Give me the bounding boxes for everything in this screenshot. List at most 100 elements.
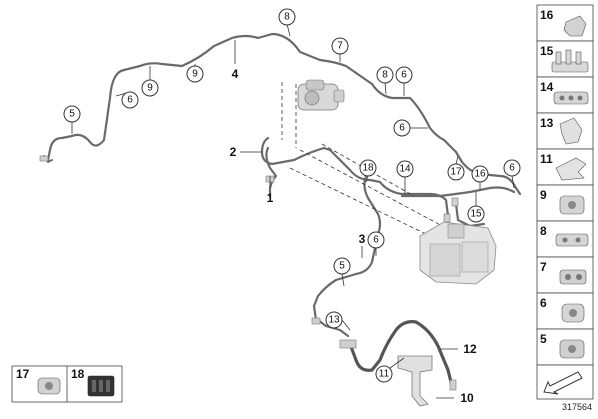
svg-text:8: 8 <box>540 224 547 238</box>
panel-item-16: 16 <box>536 4 594 42</box>
label-1: 1 <box>267 176 274 205</box>
svg-text:16: 16 <box>540 8 554 22</box>
callout-17: 17 <box>447 155 465 181</box>
svg-text:14: 14 <box>399 164 411 175</box>
clip-14-icon <box>553 91 589 105</box>
callout-7: 7 <box>331 37 349 62</box>
clip-13-icon <box>559 117 583 145</box>
svg-text:15: 15 <box>470 209 482 220</box>
bottom-item-18-label: 18 <box>71 367 85 381</box>
callout-9-a: 9 <box>186 64 204 83</box>
clip-8-icon <box>555 233 589 247</box>
brake-line-right-branch <box>400 186 516 198</box>
bottom-parts-box: 17 18 <box>11 365 123 403</box>
hose-bracket <box>339 339 433 407</box>
valve-assembly <box>297 79 345 111</box>
svg-text:18: 18 <box>362 163 374 174</box>
clip-18-icon <box>87 375 115 397</box>
brake-line-middle-b <box>265 146 278 198</box>
clip-11-icon <box>555 157 587 181</box>
svg-text:11: 11 <box>379 369 390 380</box>
bottom-item-17-label: 17 <box>16 367 30 381</box>
svg-text:1: 1 <box>267 191 274 205</box>
svg-text:6: 6 <box>127 95 133 106</box>
callout-6-right-a: 6 <box>395 66 413 96</box>
label-2: 2 <box>230 145 262 159</box>
svg-text:16: 16 <box>474 169 486 180</box>
svg-text:3: 3 <box>359 232 366 246</box>
panel-item-8: 8 <box>536 220 594 258</box>
label-3: 3 <box>359 232 366 258</box>
callout-9-b: 9 <box>141 66 159 97</box>
parts-panel: 16 15 14 13 <box>536 4 594 412</box>
panel-item-15: 15 <box>536 40 594 78</box>
callout-13: 13 <box>325 311 351 331</box>
brake-hose-12 <box>348 320 454 388</box>
panel-item-13: 13 <box>536 112 594 150</box>
fittings <box>39 155 459 391</box>
direction-arrow-icon <box>543 371 583 395</box>
svg-text:10: 10 <box>460 391 474 405</box>
svg-text:5: 5 <box>69 109 75 120</box>
brake-lines <box>43 32 522 388</box>
callouts: 8 7 9 9 6 5 8 6 6 18 14 17 16 15 6 6 5 1… <box>63 8 521 383</box>
svg-text:8: 8 <box>382 70 388 81</box>
panel-arrow-tile <box>536 364 594 400</box>
clip-5-icon <box>559 339 585 359</box>
callout-8-right: 8 <box>376 66 394 95</box>
panel-item-7: 7 <box>536 256 594 294</box>
brake-line-middle <box>260 136 450 218</box>
callout-16: 16 <box>471 165 489 190</box>
clip-6-icon <box>561 303 585 323</box>
callout-15: 15 <box>467 192 485 223</box>
svg-text:6: 6 <box>540 296 547 310</box>
callout-6-left: 6 <box>115 91 139 109</box>
brake-line-18 <box>312 174 382 322</box>
label-4: 4 <box>232 40 239 81</box>
svg-text:6: 6 <box>509 163 515 174</box>
svg-text:7: 7 <box>540 260 547 274</box>
callout-11: 11 <box>375 357 405 383</box>
brake-line-15 <box>454 202 486 228</box>
svg-text:7: 7 <box>337 41 343 52</box>
clip-17-icon <box>37 377 61 395</box>
svg-text:9: 9 <box>192 69 198 80</box>
panel-item-6: 6 <box>536 292 594 330</box>
callout-5-mid: 5 <box>333 257 351 287</box>
svg-text:8: 8 <box>284 12 290 23</box>
panel-item-14: 14 <box>536 76 594 114</box>
clip-16-icon <box>563 15 587 37</box>
svg-text:6: 6 <box>399 123 405 134</box>
svg-text:14: 14 <box>540 80 554 94</box>
svg-text:17: 17 <box>450 167 462 178</box>
plain-labels: 4 2 1 3 12 10 <box>230 40 477 405</box>
callout-8-top: 8 <box>278 8 296 37</box>
callout-6-far-right: 6 <box>503 159 521 189</box>
svg-text:2: 2 <box>230 145 237 159</box>
label-10: 10 <box>436 391 474 405</box>
svg-text:15: 15 <box>540 44 554 58</box>
clip-7-icon <box>559 269 587 285</box>
label-12: 12 <box>440 342 477 356</box>
callout-18: 18 <box>359 159 377 183</box>
abs-unit <box>419 221 497 285</box>
clip-9-icon <box>559 195 585 215</box>
callout-5-left: 5 <box>63 105 81 134</box>
callout-6-right-b: 6 <box>393 119 428 137</box>
svg-text:13: 13 <box>540 116 554 130</box>
svg-text:4: 4 <box>232 67 239 81</box>
svg-text:6: 6 <box>373 235 379 246</box>
panel-item-9: 9 <box>536 184 594 222</box>
svg-text:11: 11 <box>540 152 553 166</box>
svg-text:5: 5 <box>540 332 547 346</box>
panel-item-5: 5 <box>536 328 594 366</box>
svg-text:6: 6 <box>401 70 407 81</box>
callout-14: 14 <box>396 160 414 194</box>
panel-item-11: 11 <box>536 148 594 186</box>
svg-text:13: 13 <box>328 315 340 326</box>
brake-line-top <box>46 32 522 196</box>
svg-text:12: 12 <box>463 342 477 356</box>
svg-text:9: 9 <box>540 188 547 202</box>
